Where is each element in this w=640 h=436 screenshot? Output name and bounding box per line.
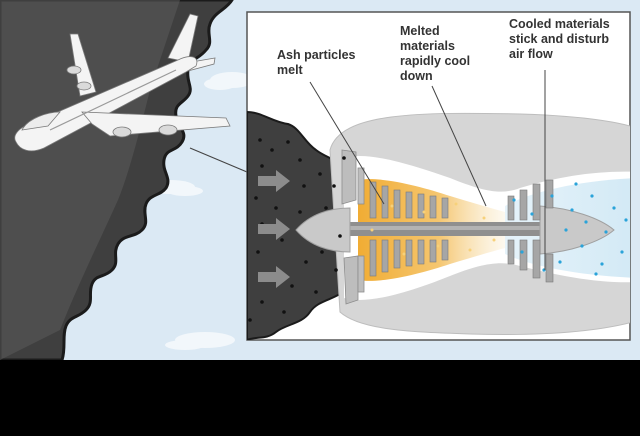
engine-cutaway: [247, 70, 630, 340]
clouds: [145, 72, 254, 350]
label-cooled-materials-stick: Cooled materials stick and disturb air f…: [509, 17, 610, 61]
airflow-arrows: [258, 170, 290, 288]
engine-shaft-highlight: [340, 226, 540, 230]
leader-lines: [309, 70, 546, 270]
compressor-blades: [369, 181, 449, 277]
turbine-blades: [507, 179, 554, 283]
nose-cone: [295, 207, 351, 253]
airplane: [14, 13, 231, 152]
cooled-particles: [512, 182, 628, 276]
bottom-bar: [0, 360, 640, 436]
molten-particles: [370, 202, 496, 256]
fan-blades: [341, 149, 365, 305]
illustration: [0, 0, 640, 360]
tail-cone: [539, 205, 615, 255]
label-ash-particles-melt: Ash particles melt: [277, 48, 356, 77]
callout-connector: [189, 147, 248, 173]
label-melted-materials-cool: Melted materials rapidly cool down: [400, 24, 471, 83]
